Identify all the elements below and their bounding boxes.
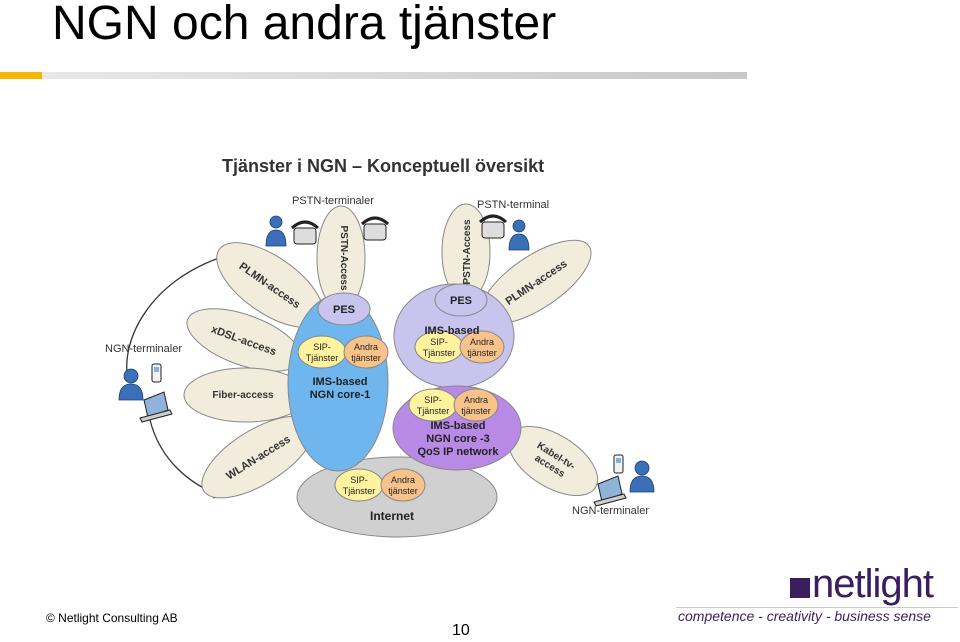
andra-internet-label-1: Andra (391, 475, 415, 485)
andra-ims-ellipse (459, 330, 505, 364)
fiber-access-label: Fiber-access (212, 390, 274, 401)
person-icon (629, 460, 655, 493)
pstn-access-right-label: PSTN-Access (462, 219, 473, 284)
core3-label-3: QoS IP network (417, 446, 499, 458)
telephone-icon (360, 216, 390, 241)
sip-core3-label-2: Tjänster (417, 406, 450, 416)
core1-label-1: IMS-based (312, 376, 367, 388)
internet-label: Internet (370, 509, 414, 523)
sip-core3-label-1: SIP- (424, 395, 442, 405)
mobile-phone-icon (613, 454, 624, 474)
core3-label-1: IMS-based (430, 420, 485, 432)
title-rule (0, 72, 747, 79)
andra-internet-label-2: tjänster (388, 486, 418, 496)
andra-ims-label-1: Andra (470, 337, 494, 347)
pstn-access-left-label: PSTN-Access (338, 225, 349, 290)
sip-internet-label-1: SIP- (350, 475, 368, 485)
andra-core1-label-2: tjänster (351, 353, 381, 363)
pes-left-label: PES (333, 304, 355, 316)
netlight-logo: netlight competence - creativity - busin… (676, 562, 958, 634)
telephone-icon (290, 220, 320, 245)
andra-ims-label-2: tjänster (467, 348, 497, 358)
pstn-terminaler-label: PSTN-terminaler (292, 195, 374, 207)
person-icon (265, 215, 287, 247)
ngn-terminaler-right-label: NGN-terminaler (572, 505, 649, 517)
core1-label-2: NGN core-1 (310, 389, 371, 401)
logo-word: netlight (812, 562, 934, 606)
sip-core1-label-1: SIP- (313, 342, 331, 352)
ims-top-label: IMS-based (424, 325, 479, 337)
logo-square (790, 578, 810, 598)
sip-ims-label-2: Tjänster (423, 348, 456, 358)
mobile-phone-icon (151, 363, 162, 383)
logo-divider (676, 607, 958, 608)
laptop-icon (139, 391, 173, 423)
andra-internet-ellipse (380, 468, 426, 502)
pstn-terminal-label: PSTN-terminal (477, 199, 549, 211)
person-icon (508, 219, 530, 251)
ngn-terminaler-left-label: NGN-terminaler (105, 343, 182, 355)
person-icon (118, 368, 144, 401)
andra-core3-ellipse (453, 388, 499, 422)
logo-tagline: competence - creativity - business sense (678, 608, 931, 624)
sip-core1-ellipse (297, 335, 347, 369)
sip-core1-label-2: Tjänster (306, 353, 339, 363)
diagram-title: Tjänster i NGN – Konceptuell översikt (222, 156, 544, 176)
sip-core3-ellipse (408, 388, 458, 422)
page-number: 10 (452, 622, 470, 639)
andra-core1-ellipse (343, 335, 389, 369)
sip-ims-label-1: SIP- (430, 337, 448, 347)
copyright-text: © Netlight Consulting AB (46, 611, 178, 625)
arrow-up-left (126, 248, 235, 381)
laptop-icon (593, 475, 627, 507)
pes-right-ellipse (434, 283, 488, 317)
core3-label-2: NGN core -3 (426, 433, 490, 445)
telephone-icon (478, 214, 508, 239)
pes-left-ellipse (317, 292, 371, 326)
pes-right-label: PES (450, 295, 472, 307)
andra-core3-label-2: tjänster (461, 406, 491, 416)
sip-internet-label-2: Tjänster (343, 486, 376, 496)
sip-internet-ellipse (334, 468, 384, 502)
andra-core3-label-1: Andra (464, 395, 488, 405)
andra-core1-label-1: Andra (354, 342, 378, 352)
slide-title: NGN och andra tjänster (52, 0, 557, 50)
